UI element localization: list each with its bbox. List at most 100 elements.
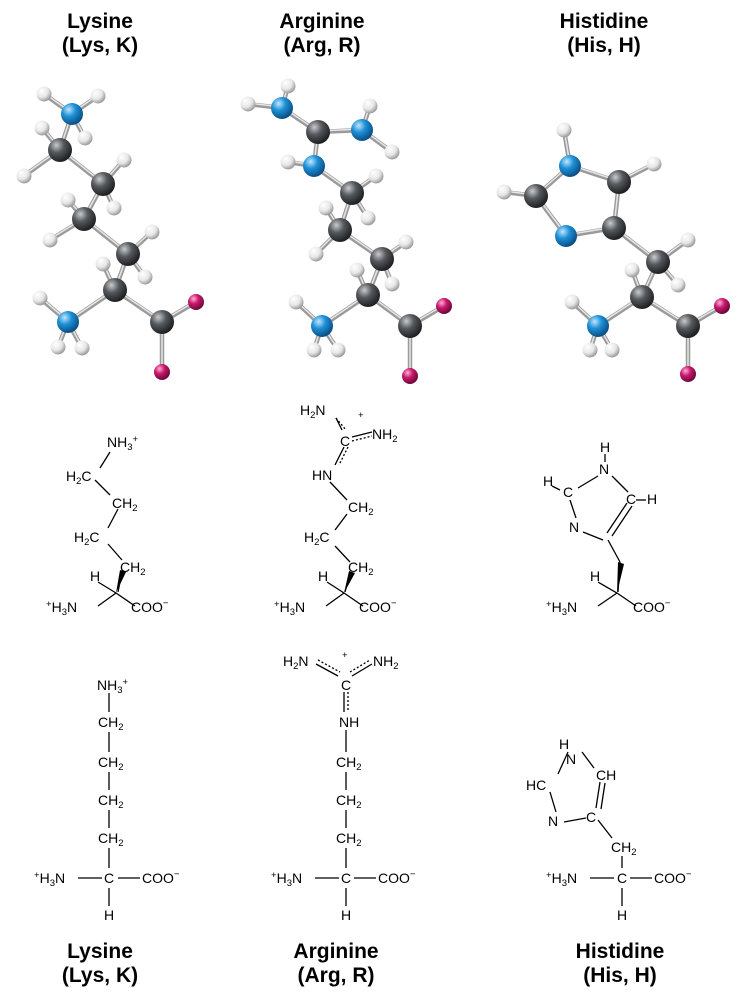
hydrogen-atom [16,168,32,184]
hydrogen-atom [368,168,384,184]
carbon-atom [630,285,654,309]
hydrogen-atom [288,294,304,310]
his-bot-n-top: N [566,751,576,767]
lys-bot-ch2-1: CH2 [98,714,124,733]
lys-bot-ch2-4: CH2 [98,830,124,849]
nitrogen-atom [303,155,325,177]
arginine-model [240,78,452,384]
his-bot-coo: COO− [654,869,692,886]
hydrogen-atom [34,120,50,136]
oxygen-atom [154,364,170,380]
his-mid-n-top: N [599,461,609,477]
lys-bot-c: C [104,870,114,886]
nitrogen-atom [311,315,333,337]
lysine-model [16,86,204,380]
hydrogen-atom [670,277,686,293]
hydrogen-atom [318,200,334,216]
hydrogen-atom [77,130,93,146]
arginine-title-top: Arginine (Arg, R) [279,10,365,57]
lys-bot-nh3: NH3+ [97,677,129,696]
histidine-title-top: Histidine (His, H) [559,10,649,57]
hydrogen-atom [106,200,122,216]
his-mid-h-top: H [600,439,610,455]
carbon-atom [676,314,700,338]
arg-bot-h: H [341,907,351,923]
hydrogen-atom [32,290,48,306]
hydrogen-atom [384,144,400,160]
arg-mid-c: C [340,433,350,449]
lys-bot-ch2-2: CH2 [98,754,124,773]
nitrogen-atom [587,315,609,337]
ball-and-stick-models [16,78,730,384]
carbon-atom [306,120,330,144]
carbon-atom [48,138,72,162]
his-mid-coo: COO− [633,598,671,615]
arg-bot-coo: COO− [378,869,416,886]
his-mid-h3n: +H3N [546,599,577,618]
his-mid-h-alpha: H [590,568,600,584]
lys-bot-h3n: +H3N [34,870,65,889]
hydrogen-atom [116,152,132,168]
arg-bot-h2n: H2N [283,653,309,672]
lysine-title-top: Lysine (Lys, K) [61,10,139,57]
carbon-atom [524,184,548,208]
hydrogen-atom [95,256,111,272]
arg-bot-ch2-1: CH2 [336,754,362,773]
hydrogen-atom [604,342,620,358]
hydrogen-atom [306,342,322,358]
arg-mid-h2c: H2C [304,529,330,548]
arginine-wedge-bond [344,571,355,593]
hydrogen-atom [349,262,365,278]
arginine-title-bottom: Arginine (Arg, R) [293,940,379,987]
carbon-atom [398,314,422,338]
hydrogen-atom [384,276,400,292]
arg-bot-ch2-2: CH2 [336,792,362,811]
hydrogen-atom [36,86,52,102]
his-mid-c-left: C [563,484,573,500]
hydrogen-atom [680,232,696,248]
oxygen-atom [436,298,452,314]
lys-bot-ch2-3: CH2 [98,792,124,811]
carbon-atom [91,172,115,196]
carbon-atom [72,207,96,231]
lys-bot-coo: COO− [142,869,180,886]
oxygen-atom [680,366,696,382]
hydrogen-atom [360,210,376,226]
arg-mid-ch2-a: CH2 [348,499,374,518]
hydrogen-atom [280,154,296,170]
lys-mid-h3n: +H3N [46,599,77,618]
arg-mid-plus: + [358,410,364,421]
arg-mid-coo: COO− [359,598,397,615]
his-mid-h-right: H [647,491,657,507]
arg-bot-c: C [341,677,351,693]
hydrogen-atom [582,342,598,358]
nitrogen-atom [61,103,83,125]
carbon-atom [150,310,174,334]
hydrogen-atom [556,122,572,138]
hydrogen-atom [50,339,66,355]
carbon-atom [607,170,631,194]
nitrogen-atom [351,119,373,141]
hydrogen-atom [624,262,640,278]
hydrogen-atom [564,294,580,310]
carbon-atom [116,242,140,266]
arg-bot-nh2: NH2 [373,653,399,672]
lysine-title-bottom: Lysine (Lys, K) [61,940,139,987]
hydrogen-atom [42,232,58,248]
oxygen-atom [188,294,204,310]
oxygen-atom [714,298,730,314]
hydrogen-atom [362,98,378,114]
nitrogen-atom [271,97,293,119]
hydrogen-atom [144,224,160,240]
histidine-wedge-bond [617,562,624,593]
histidine-title-bottom: Histidine (His, H) [575,940,665,987]
hydrogen-atom [330,342,346,358]
his-mid-n-bottom: N [569,519,579,535]
hydrogen-atom [74,340,90,356]
his-mid-c-right: C [626,491,636,507]
hydrogen-atom [60,192,76,208]
hydrogen-atom [137,269,153,285]
lys-bot-h: H [104,907,114,923]
carbon-atom [356,283,380,307]
